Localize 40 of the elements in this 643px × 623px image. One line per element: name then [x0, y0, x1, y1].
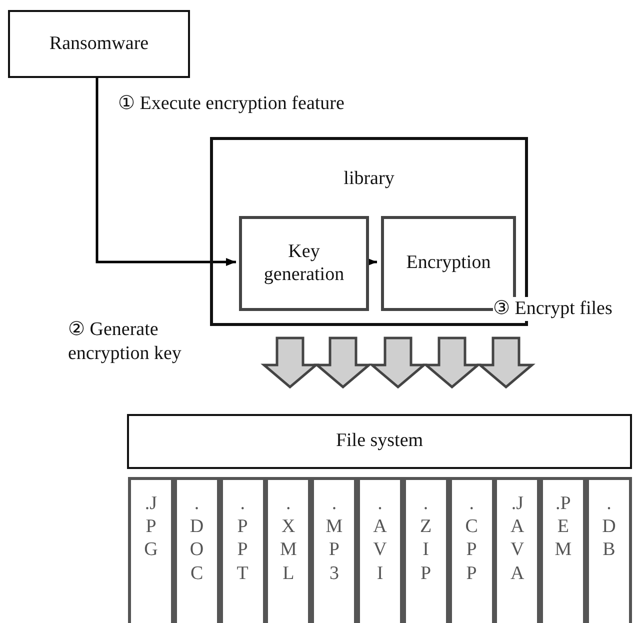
arrow: [96, 78, 236, 266]
node-label: Key generation: [262, 240, 346, 286]
file-type-column: [220, 477, 266, 623]
file-type-column: [265, 477, 312, 623]
file-extension: .JAVA: [510, 492, 524, 585]
process-box: [127, 414, 632, 469]
node-label: Encryption: [406, 252, 491, 275]
file-extension: .ZIP: [420, 492, 432, 585]
node-label: Ransomware: [49, 32, 149, 56]
block-arrow: [314, 336, 372, 389]
node-label: File system: [336, 430, 424, 453]
file-type-column: [586, 477, 632, 623]
file-extension: .PEM: [554, 492, 572, 562]
file-type-column: [311, 477, 358, 623]
step-note: ③ Encrypt files: [493, 297, 612, 321]
file-type-column: [494, 477, 540, 623]
file-type-column: [540, 477, 586, 623]
file-extension: .JPG: [144, 492, 158, 562]
file-extension: .CPP: [465, 492, 478, 585]
file-extension: .PPT: [236, 492, 248, 585]
arrow: [367, 258, 377, 266]
edge-label: ① Execute encryption feature: [118, 92, 344, 116]
file-type-column: [174, 477, 220, 623]
file-type-column: [357, 477, 403, 623]
file-extension: .DOC: [190, 492, 204, 585]
file-extension: .AVI: [373, 492, 387, 585]
node-label: library: [344, 168, 394, 191]
process-box: [239, 216, 369, 311]
file-extension: .DB: [602, 492, 616, 562]
block-arrow: [422, 336, 482, 389]
block-arrow: [476, 336, 536, 389]
file-type-column: [448, 477, 495, 623]
file-type-column: [402, 477, 449, 623]
file-type-column: [128, 477, 174, 623]
block-arrow: [260, 336, 320, 389]
block-arrow: [368, 336, 428, 389]
file-extension: .XML: [280, 492, 297, 585]
process-box: [8, 10, 190, 78]
step-note: ② Generate encryption key: [68, 318, 182, 366]
file-extension: .MP3: [326, 492, 343, 585]
